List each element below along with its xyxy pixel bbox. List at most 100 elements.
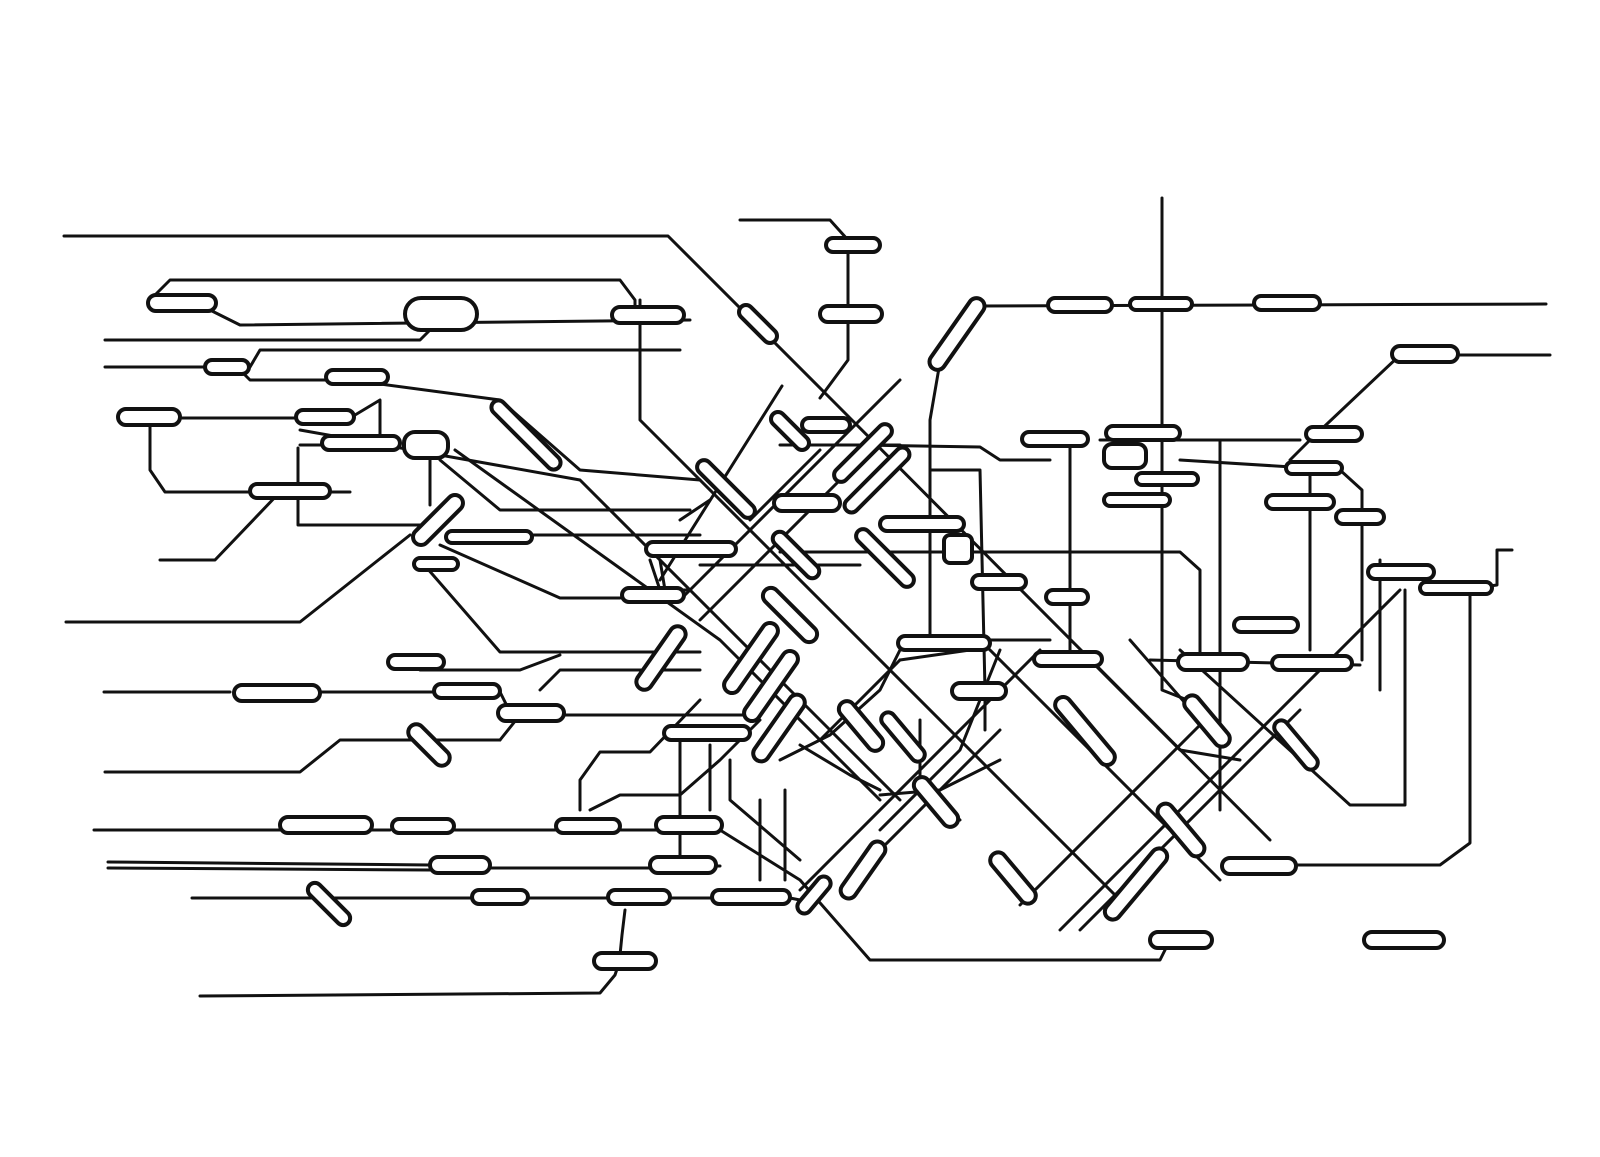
- rail-line: [878, 758, 1002, 797]
- station-marker: [428, 855, 492, 875]
- rail-line: [858, 443, 1052, 462]
- station-marker: [1252, 294, 1322, 312]
- station-marker: [1044, 588, 1090, 606]
- station-marker: [1155, 801, 1207, 859]
- rail-line: [106, 866, 432, 872]
- rail-line: [1288, 353, 1402, 462]
- rail-line: [438, 458, 692, 512]
- station-marker: [950, 681, 1008, 701]
- station-marker: [1182, 693, 1232, 749]
- station-marker: [1304, 425, 1364, 443]
- station-marker: [1220, 856, 1298, 876]
- station-marker: [386, 653, 446, 671]
- rail-line: [938, 302, 1548, 352]
- station-marker: [988, 850, 1038, 906]
- station-marker: [489, 398, 563, 472]
- station-marker: [836, 699, 886, 753]
- station-marker: [232, 683, 322, 703]
- rail-line: [1018, 723, 1202, 907]
- rail-line: [348, 378, 702, 482]
- rail-line: [1228, 586, 1472, 867]
- station-marker: [1148, 930, 1214, 950]
- rail-line: [418, 653, 562, 672]
- station-marker: [927, 296, 987, 372]
- rail-line: [678, 378, 902, 602]
- rail-line: [64, 533, 412, 624]
- rail-line: [728, 758, 802, 862]
- station-marker: [1134, 471, 1200, 487]
- station-marker: [710, 888, 792, 906]
- station-marker: [390, 817, 456, 835]
- station-marker: [644, 540, 738, 558]
- station-marker: [1046, 296, 1114, 314]
- station-marker: [1272, 718, 1320, 772]
- rail-line: [1058, 588, 1402, 932]
- rail-line: [1178, 458, 1364, 662]
- rail-line: [618, 908, 627, 957]
- station-marker: [1102, 846, 1170, 922]
- station-marker: [1362, 930, 1446, 950]
- station-marker: [970, 573, 1028, 591]
- station-marker: [832, 422, 894, 484]
- station-marker: [842, 445, 912, 515]
- rail-line: [678, 498, 712, 522]
- station-marker: [1053, 694, 1117, 768]
- rail-line: [106, 860, 432, 867]
- station-marker: [800, 416, 852, 434]
- station-marker: [768, 409, 812, 453]
- rail-line: [418, 558, 702, 654]
- station-marker: [432, 682, 502, 700]
- station-marker: [324, 368, 390, 386]
- rail-line: [778, 550, 1202, 662]
- station-marker: [203, 358, 251, 376]
- rail-line: [296, 446, 432, 527]
- station-marker: [320, 434, 402, 452]
- station-marker: [470, 888, 530, 906]
- station-marker: [406, 722, 452, 768]
- rail-line: [1178, 588, 1407, 807]
- station-marker: [879, 710, 927, 764]
- rail-line: [148, 416, 352, 494]
- rail-line: [158, 490, 282, 562]
- station-marker: [444, 529, 534, 545]
- station-marker: [1128, 296, 1194, 312]
- station-marker: [795, 874, 833, 916]
- station-marker: [1366, 563, 1436, 581]
- rail-line: [438, 543, 622, 600]
- rail-line: [718, 828, 1172, 962]
- rail-line: [538, 668, 702, 692]
- station-marker: [742, 648, 800, 724]
- rail-lines: [62, 196, 1552, 998]
- rail-line: [818, 658, 902, 742]
- rail-line: [928, 360, 942, 642]
- station-marker: [620, 586, 686, 604]
- rail-line: [1160, 196, 1202, 707]
- station-marker: [412, 556, 460, 572]
- station-marker: [1176, 652, 1250, 672]
- rail-line: [798, 743, 882, 792]
- rail-line: [248, 348, 682, 369]
- rail-line: [148, 278, 637, 322]
- station-marker: [854, 527, 916, 589]
- station-marker: [1102, 442, 1148, 470]
- station-marker: [116, 407, 182, 427]
- station-marker: [1232, 616, 1300, 634]
- station-marker: [896, 634, 992, 652]
- rail-line: [198, 303, 692, 327]
- station-marker: [278, 815, 374, 835]
- station-marker: [1390, 344, 1460, 364]
- station-marker: [606, 888, 672, 906]
- station-marker: [592, 951, 658, 971]
- rail-line: [453, 448, 882, 802]
- station-marker: [942, 533, 974, 565]
- station-marker: [146, 293, 218, 313]
- station-marker: [1020, 430, 1090, 448]
- station-marker: [248, 482, 332, 500]
- station-marker: [736, 302, 780, 346]
- station-marker: [662, 724, 752, 742]
- rail-line: [658, 558, 667, 592]
- rail-line: [638, 298, 1122, 902]
- station-marker: [402, 430, 450, 460]
